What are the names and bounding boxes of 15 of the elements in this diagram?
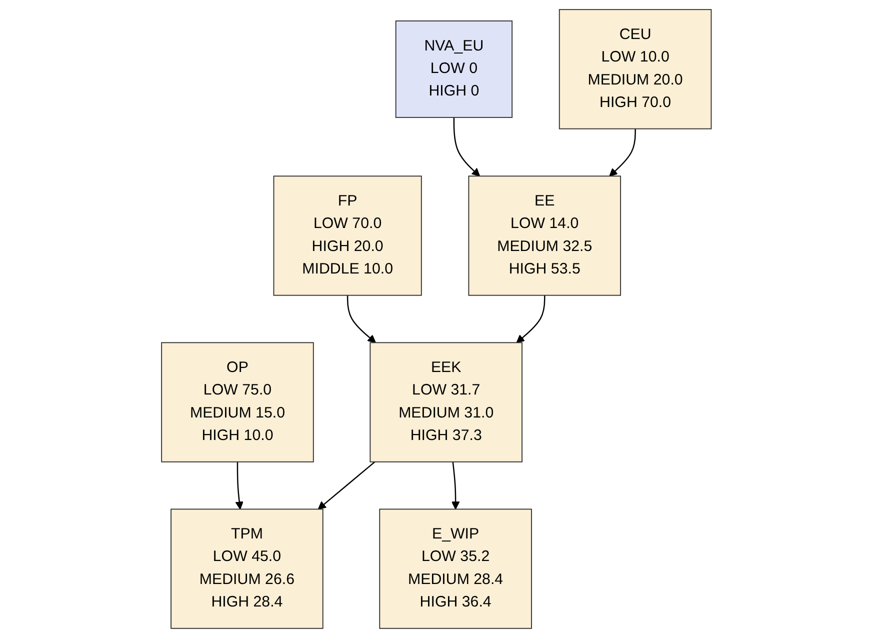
node-box: EEK LOW 31.7 MEDIUM 31.0 HIGH 37.3 (369, 342, 522, 462)
node-box: NVA_EU LOW 0 HIGH 0 (394, 20, 512, 118)
arrow (451, 462, 460, 510)
arrow (516, 295, 545, 344)
node-box: TPM LOW 45.0 MEDIUM 26.6 HIGH 28.4 (170, 508, 323, 629)
node-box: E_WIP LOW 35.2 MEDIUM 28.4 HIGH 36.4 (378, 508, 532, 629)
arrow (608, 128, 636, 176)
arrow (317, 461, 375, 510)
node-box: OP LOW 75.0 MEDIUM 15.0 HIGH 10.0 (160, 342, 314, 462)
node-box: FP LOW 70.0 HIGH 20.0 MIDDLE 10.0 (272, 176, 422, 296)
arrow (346, 295, 376, 344)
arrow (452, 117, 480, 176)
node-box: EE LOW 14.0 MEDIUM 32.5 HIGH 53.5 (468, 176, 621, 296)
arrow (234, 462, 244, 510)
node-box: CEU LOW 10.0 MEDIUM 20.0 HIGH 70.0 (558, 9, 712, 130)
